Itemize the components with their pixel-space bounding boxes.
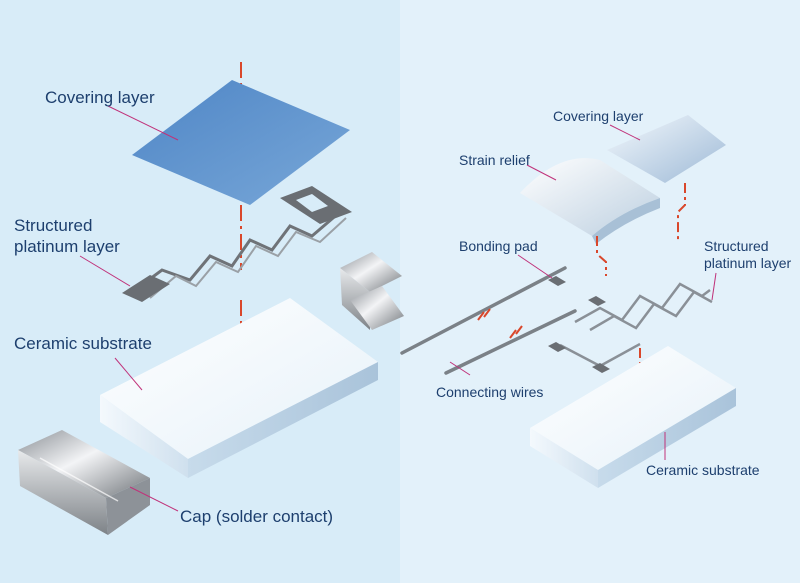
left-covering-layer-label: Covering layer	[45, 88, 155, 107]
right-bonding-pads	[548, 276, 610, 373]
left-cap-label: Cap (solder contact)	[180, 507, 334, 526]
right-ceramic-substrate-label: Ceramic substrate	[646, 462, 760, 478]
left-platinum-label-line1: Structured	[14, 216, 93, 235]
right-platinum-label-line1: Structured	[704, 238, 769, 254]
right-panel-background	[400, 0, 800, 583]
right-ceramic-substrate-block	[530, 346, 736, 488]
right-connecting-wires-label: Connecting wires	[436, 384, 544, 400]
right-strain-relief-label: Strain relief	[459, 152, 530, 168]
left-cap-solder-contact	[18, 430, 150, 535]
left-covering-layer-plate	[132, 80, 350, 205]
right-connecting-wires	[400, 266, 577, 375]
right-covering-layer-label: Covering layer	[553, 108, 644, 124]
left-ceramic-substrate-label: Ceramic substrate	[14, 334, 152, 353]
right-platinum-layer-meander	[559, 282, 713, 368]
left-leader-lines	[79, 105, 179, 512]
left-platinum-layer-meander	[122, 186, 352, 302]
right-platinum-label-line2: platinum layer	[704, 255, 792, 271]
left-ceramic-substrate-block	[100, 298, 378, 478]
center-cap-solder-contact	[340, 252, 404, 330]
left-platinum-pad-left	[122, 275, 170, 302]
left-platinum-label-line2: platinum layer	[14, 237, 120, 256]
right-bonding-pad-label: Bonding pad	[459, 238, 538, 254]
right-strain-relief	[520, 158, 660, 244]
right-leader-lines	[449, 124, 717, 460]
right-covering-layer-plate	[607, 115, 726, 183]
